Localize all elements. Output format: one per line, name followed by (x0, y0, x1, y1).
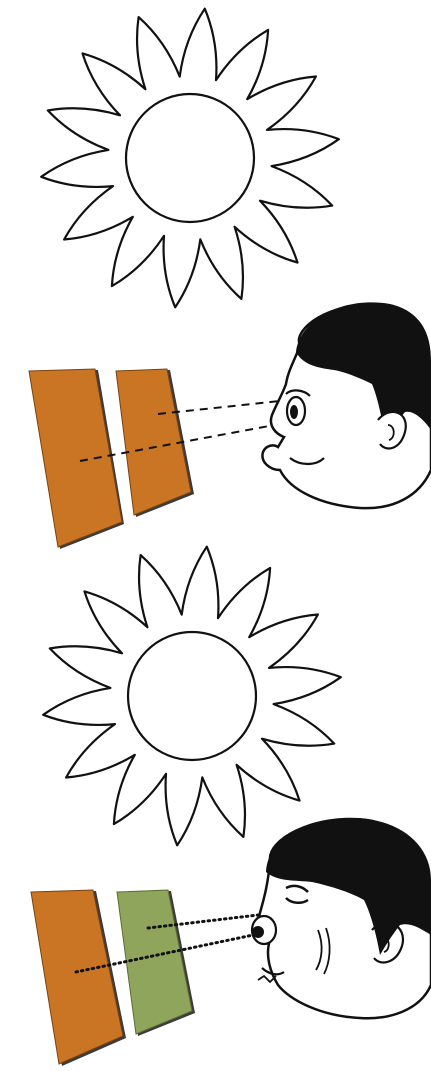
scene-top (29, 9, 431, 549)
panel-orange (31, 890, 126, 1066)
panel-green (117, 890, 195, 1036)
sun-icon (43, 547, 341, 846)
panel-orange-left (29, 369, 124, 549)
sun-icon (41, 9, 339, 308)
surprised-face (252, 818, 431, 1019)
smiling-face (262, 302, 431, 508)
scene-bottom (31, 547, 431, 1066)
